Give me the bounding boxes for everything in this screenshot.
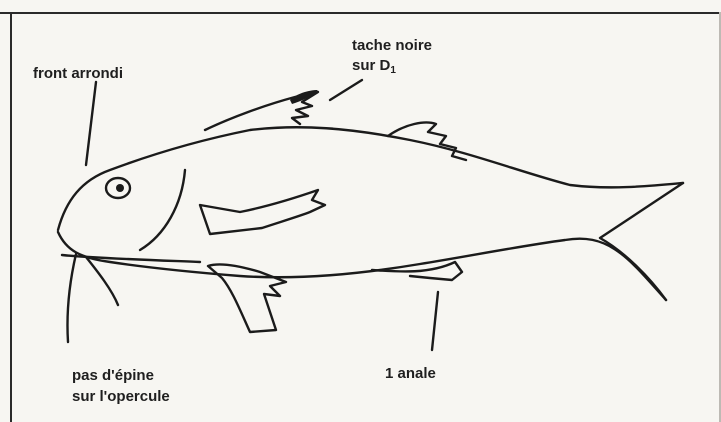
- operculum-line: [140, 170, 185, 250]
- label-tache-noire: tache noire: [352, 36, 432, 56]
- fish-pupil: [116, 184, 124, 192]
- label-front-arrondi: front arrondi: [33, 64, 123, 84]
- fish-tail: [600, 183, 683, 300]
- barbel-1: [67, 254, 76, 342]
- label-pas-d-epine: pas d'épine: [72, 366, 154, 386]
- label-sur-l-opercule: sur l'opercule: [72, 387, 170, 407]
- fish-body-upper: [58, 127, 683, 230]
- pectoral-fin: [200, 190, 325, 234]
- dorsal-fin-2: [388, 123, 466, 161]
- leader-front: [86, 82, 96, 165]
- mouth-line: [62, 255, 200, 262]
- label-1-anale: 1 anale: [385, 364, 436, 384]
- leader-tache: [330, 80, 362, 100]
- label-sur-d1-text: sur D: [352, 57, 390, 74]
- barbel-2: [86, 257, 118, 305]
- leader-anale: [432, 292, 438, 350]
- label-sur-d1: sur D1: [352, 56, 396, 81]
- pelvic-fin: [208, 264, 286, 332]
- label-sur-d1-subscript: 1: [390, 65, 396, 76]
